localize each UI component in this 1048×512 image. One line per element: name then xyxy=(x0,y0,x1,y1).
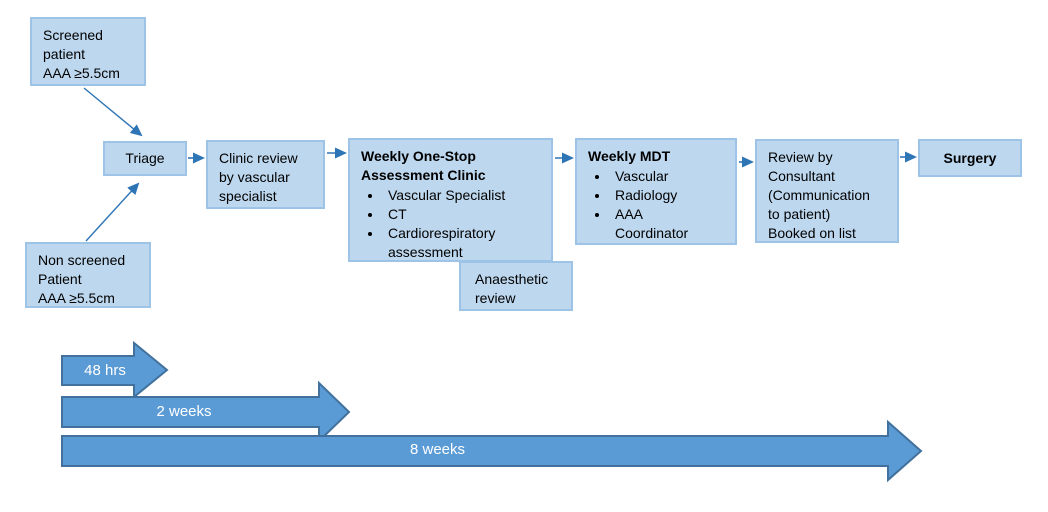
connector-nonscreened-to-triage xyxy=(85,182,140,242)
timeline-arrow-8weeks xyxy=(61,419,923,483)
node-surgery: Surgery xyxy=(918,139,1022,177)
timeline-label-48hrs: 48 hrs xyxy=(84,362,126,379)
timeline-arrow-48hrs xyxy=(61,340,169,400)
one-stop-title: Weekly One-Stop Assessment Clinic xyxy=(361,148,486,183)
mdt-item: AAA Coordinator xyxy=(610,205,730,243)
timeline-label-8weeks: 8 weeks xyxy=(409,441,466,458)
one-stop-item: CT xyxy=(383,205,546,224)
mdt-list: Vascular Radiology AAA Coordinator xyxy=(588,167,730,243)
one-stop-list: Vascular Specialist CT Cardiorespiratory… xyxy=(361,186,546,262)
mdt-title: Weekly MDT xyxy=(588,148,671,164)
one-stop-item: Cardiorespiratory assessment xyxy=(383,224,546,262)
one-stop-item: Vascular Specialist xyxy=(383,186,546,205)
node-non-screened-patient: Non screened Patient AAA ≥5.5cm xyxy=(25,242,151,308)
node-weekly-mdt: Weekly MDT Vascular Radiology AAA Coordi… xyxy=(575,138,737,245)
timeline-arrow-2weeks xyxy=(61,380,351,444)
node-one-stop-clinic: Weekly One-Stop Assessment Clinic Vascul… xyxy=(348,138,553,262)
mdt-item: Radiology xyxy=(610,186,730,205)
node-consultant-review: Review by Consultant (Communication to p… xyxy=(755,139,899,243)
node-clinic-review: Clinic review by vascular specialist xyxy=(206,140,325,209)
node-anaesthetic-review: Anaesthetic review xyxy=(459,261,573,311)
node-screened-patient: Screened patient AAA ≥5.5cm xyxy=(30,17,146,86)
node-triage: Triage xyxy=(103,141,187,176)
timeline-label-2weeks: 2 weeks xyxy=(156,403,212,420)
mdt-item: Vascular xyxy=(610,167,730,186)
connector-screened-to-triage xyxy=(83,87,143,137)
